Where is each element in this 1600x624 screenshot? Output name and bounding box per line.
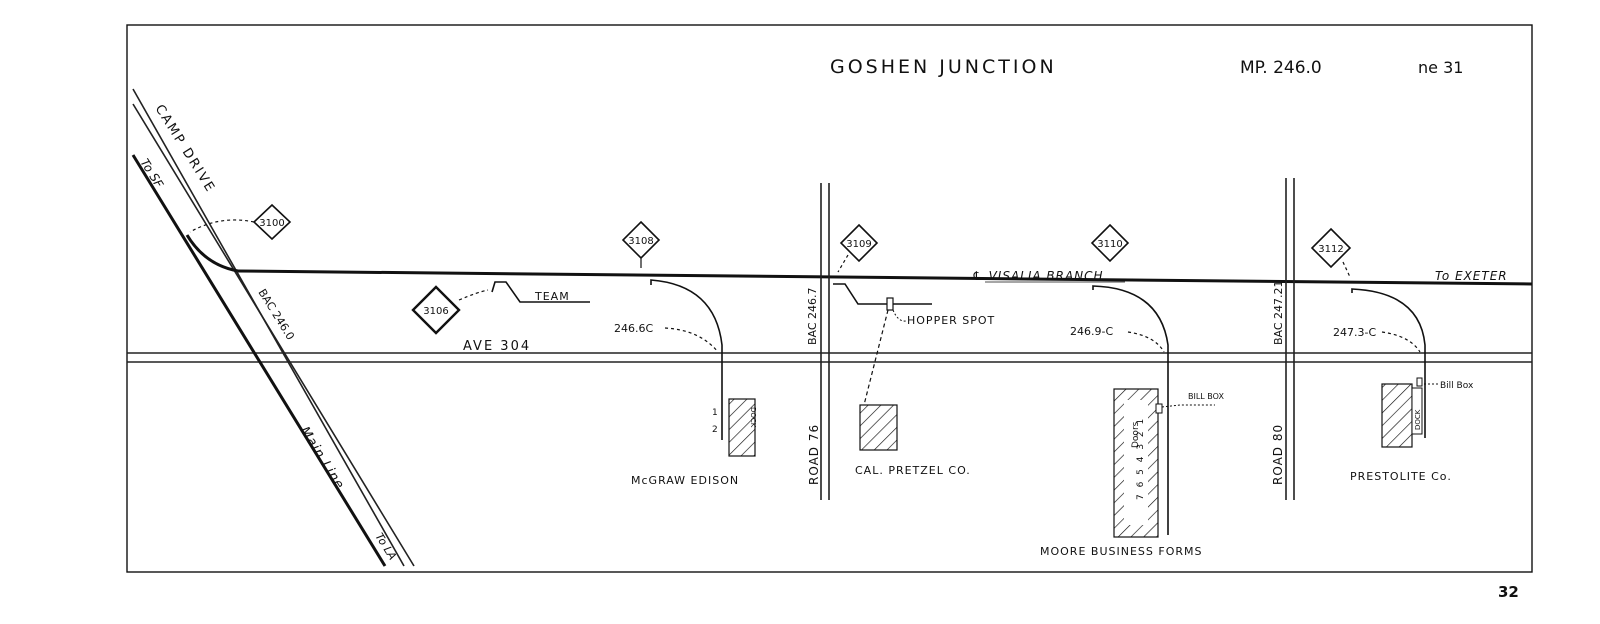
to-sf-label: To SF — [137, 156, 166, 191]
pretzel-conveyor — [863, 309, 889, 406]
road-76-label: ROAD 76 — [807, 424, 821, 485]
spot-3112-leader — [1342, 261, 1351, 278]
prestolite-building — [1381, 383, 1413, 448]
mcgraw-door-1: 1 — [712, 408, 718, 418]
branch-label: ℄ VISALIA BRANCH — [972, 269, 1104, 283]
team-label: TEAM — [534, 290, 570, 303]
spot-3109-leader — [837, 254, 849, 273]
svg-text:3100: 3100 — [259, 218, 284, 229]
prestolite-spur-track — [1351, 288, 1426, 438]
map-title: GOSHEN JUNCTION — [830, 56, 1057, 78]
prestolite-bill-box-label: Bill Box — [1440, 381, 1474, 391]
mcgraw-edison-label: McGRAW EDISON — [631, 474, 739, 487]
prestolite-dock-label: DOCK — [1414, 409, 1422, 430]
svg-text:3110: 3110 — [1097, 239, 1122, 250]
camp-drive-road — [132, 88, 415, 567]
svg-text:3108: 3108 — [628, 236, 653, 247]
svg-text:3106: 3106 — [423, 306, 448, 317]
spot-3106-marker: 3106 — [411, 285, 461, 335]
switch-2466-label: 246.6C — [614, 322, 653, 335]
moore-business-forms-label: MOORE BUSINESS FORMS — [1040, 545, 1202, 558]
mcgraw-door-2: 2 — [712, 425, 718, 435]
cal-pretzel-label: CAL. PRETZEL CO. — [855, 464, 971, 477]
prestolite-bill-box — [1416, 377, 1423, 387]
prestolite-dock — [1411, 387, 1423, 435]
svg-text:3109: 3109 — [846, 239, 871, 250]
hopper-spot-marker — [886, 297, 894, 311]
page-number: 32 — [1498, 583, 1519, 601]
switch-2469-leader — [1127, 331, 1165, 353]
road-80 — [1285, 178, 1295, 500]
milepost-label: MP. 246.0 — [1240, 58, 1322, 78]
spot-3109-marker: 3109 — [839, 223, 879, 263]
mcgraw-edison-building — [728, 398, 756, 457]
moore-door-strip — [1124, 400, 1148, 525]
visalia-branch-track — [237, 269, 1533, 286]
mcgraw-dock-label: DOCK — [749, 407, 757, 428]
mcgraw-spur-track — [650, 279, 723, 440]
spot-3110-marker: 3110 — [1090, 223, 1130, 263]
cal-pretzel-building — [859, 404, 898, 451]
moore-bill-box-leader — [1161, 404, 1215, 408]
to-exeter-label: To EXETER — [1435, 269, 1508, 283]
spot-3100-marker: 3100 — [252, 203, 292, 241]
map-frame — [126, 24, 1533, 573]
road-80-label: ROAD 80 — [1271, 424, 1285, 485]
moore-door-numbers: 7 6 5 4 3 2 1 — [1136, 417, 1146, 500]
spot-3100-leader — [189, 219, 255, 233]
page-code: ne 31 — [1418, 58, 1463, 77]
hopper-spot-leader — [892, 309, 907, 322]
hopper-spot-label: HOPPER SPOT — [907, 314, 995, 327]
pretzel-spur-track — [833, 283, 932, 305]
switch-2466-leader — [664, 327, 719, 353]
switch-2473-label: 247.3-C — [1333, 326, 1376, 339]
moore-doors-label: Doors — [1131, 421, 1141, 448]
moore-bill-box — [1155, 403, 1163, 414]
switch-2473-leader — [1381, 331, 1421, 353]
ave-304-label: AVE 304 — [463, 339, 531, 354]
svg-text:3112: 3112 — [1318, 244, 1343, 255]
team-track — [491, 281, 590, 303]
switch-2469-label: 246.9-C — [1070, 325, 1113, 338]
moore-spur-track — [1092, 285, 1169, 535]
prestolite-label: PRESTOLITE Co. — [1350, 470, 1452, 483]
road-76 — [820, 183, 830, 500]
spot-3112-marker: 3112 — [1310, 227, 1352, 269]
spot-3106-leader — [458, 289, 489, 301]
moore-bill-box-label: BILL BOX — [1188, 392, 1224, 401]
main-line-track — [131, 154, 387, 567]
bac-2467-label: BAC 246.7 — [806, 287, 819, 345]
bac-2472-label: BAC 247.21 — [1272, 280, 1285, 345]
junction-curve — [185, 234, 239, 273]
main-line-label: Main Line — [297, 424, 347, 492]
spot-3108-marker: 3108 — [621, 220, 661, 260]
